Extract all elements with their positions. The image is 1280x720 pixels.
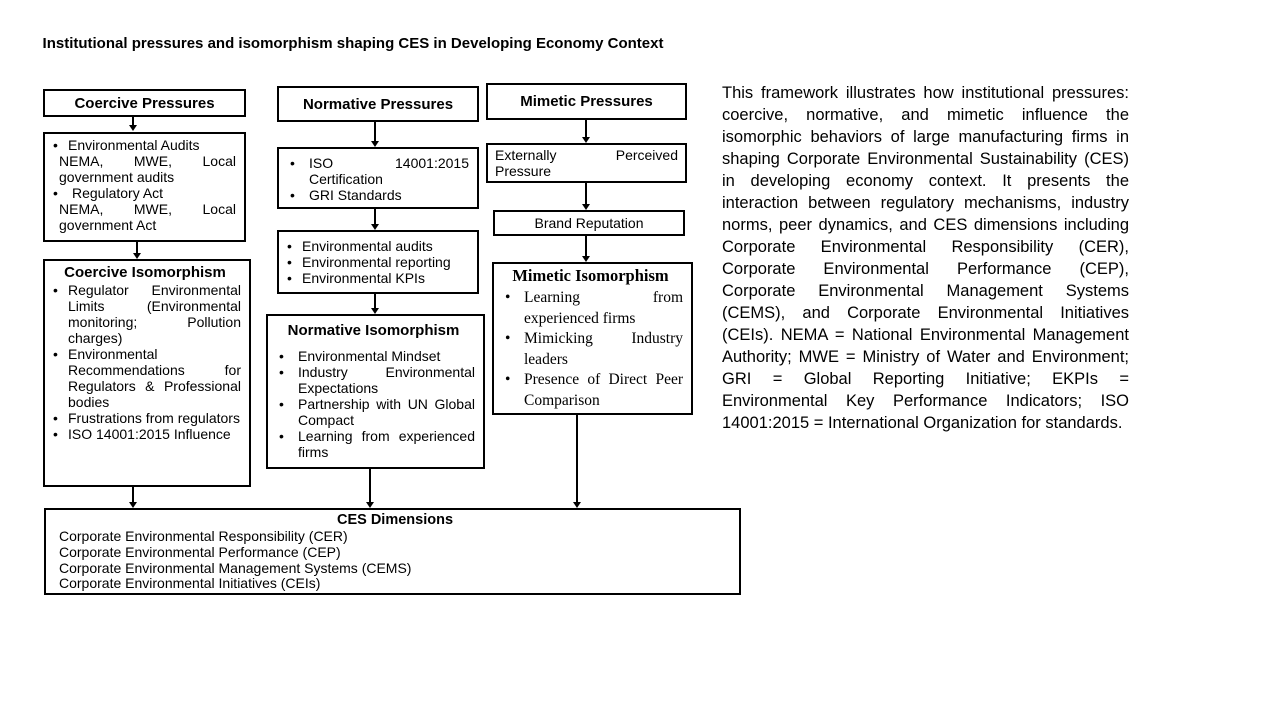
list-item: Environmental audits	[283, 238, 469, 254]
mimetic-isomorphism-box: Mimetic Isomorphism Learning from experi…	[492, 262, 693, 415]
ces-dimension: Corporate Environmental Responsibility (…	[59, 528, 348, 544]
list-item: GRI Standards	[283, 187, 469, 203]
list-item: ISO 14001:2015 Influence	[49, 426, 241, 442]
list-item: Environmental reporting	[283, 254, 469, 270]
down-arrow	[128, 117, 138, 131]
figure-caption: This framework illustrates how instituti…	[722, 84, 1129, 432]
down-arrow	[370, 208, 380, 230]
externally-perceived-pressure-box: Externally Perceived Pressure	[486, 143, 687, 183]
box-title: Normative Isomorphism	[287, 322, 460, 339]
down-arrow	[581, 235, 591, 262]
box-title: CES Dimensions	[336, 512, 454, 528]
list-item: Environmental KPIs	[283, 270, 469, 286]
brand-reputation-box: Brand Reputation	[493, 210, 685, 236]
list-item: Learning from experienced firms	[272, 428, 475, 460]
down-arrow	[128, 487, 138, 508]
list-item: Learning from experienced firms	[498, 288, 683, 329]
ces-dimension: Corporate Environmental Performance (CEP…	[59, 543, 341, 560]
list-item: Partnership with UN Global Compact	[272, 396, 475, 428]
down-arrow	[370, 122, 380, 147]
down-arrow	[365, 468, 375, 508]
list-item: Presence of Direct Peer Comparison	[498, 370, 683, 411]
normative-practices-box: Environmental audits Environmental repor…	[277, 230, 479, 294]
list-item: NEMA, MWE, Local government audits	[59, 153, 236, 185]
list-item: Environmental Audits	[49, 137, 236, 153]
list-item: Environmental Recommendations for Regula…	[49, 346, 241, 410]
box-title: Mimetic Isomorphism	[512, 266, 669, 285]
list-item: ISO 14001:2015 Certification	[283, 155, 469, 187]
list-item: Industry Environmental Expectations	[272, 364, 475, 396]
list-item: Frustrations from regulators	[49, 410, 241, 426]
down-arrow	[581, 119, 591, 143]
coercive-pressures-box: Environmental Audits NEMA, MWE, Local go…	[43, 132, 246, 242]
list-item: Regulator Environmental Limits (Environm…	[49, 282, 241, 346]
list-item: NEMA, MWE, Local government Act	[59, 201, 236, 233]
coercive-pressures-header: Coercive Pressures	[43, 89, 246, 117]
ces-dimensions-box: CES Dimensions Corporate Environmental R…	[44, 508, 741, 595]
ces-dimension: Corporate Environmental Initiatives (CEI…	[59, 575, 321, 592]
figure-title: Institutional pressures and isomorphism …	[42, 35, 664, 52]
ces-dimension: Corporate Environmental Management Syste…	[59, 559, 412, 576]
list-item: Environmental Mindset	[272, 348, 475, 364]
down-arrow	[370, 293, 380, 314]
list-item: Mimicking Industry leaders	[498, 329, 683, 370]
normative-standards-box: ISO 14001:2015 Certification GRI Standar…	[277, 147, 479, 209]
down-arrow	[132, 240, 142, 259]
coercive-isomorphism-box: Coercive Isomorphism Regulator Environme…	[43, 259, 251, 487]
normative-pressures-header: Normative Pressures	[277, 86, 479, 122]
down-arrow	[572, 415, 582, 508]
mimetic-pressures-header: Mimetic Pressures	[486, 83, 687, 120]
list-item: Regulatory Act	[49, 185, 236, 201]
down-arrow	[581, 182, 591, 210]
box-title: Coercive Isomorphism	[64, 264, 226, 281]
normative-isomorphism-box: Normative Isomorphism Environmental Mind…	[266, 314, 485, 469]
